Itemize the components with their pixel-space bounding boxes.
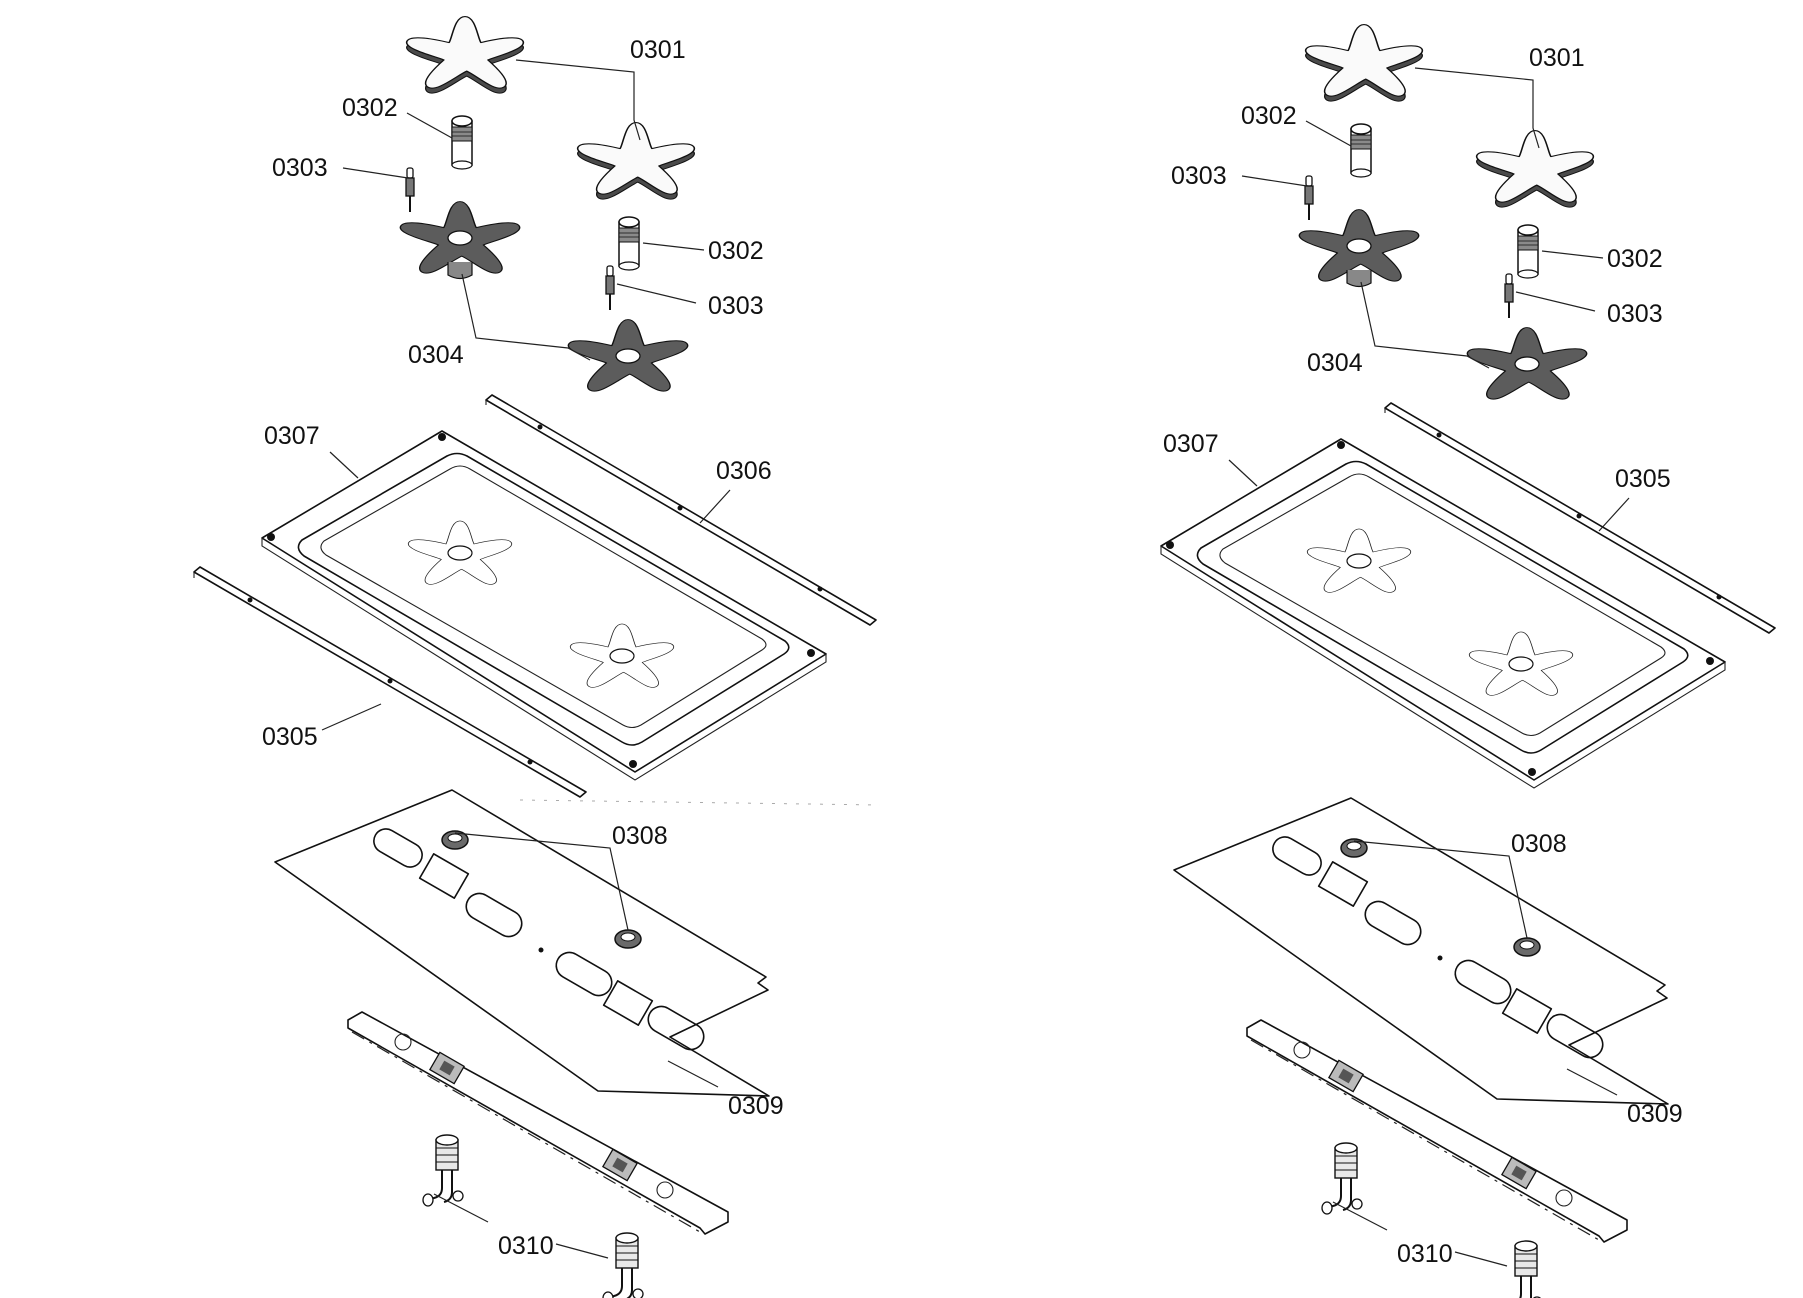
label-0309: 0309	[728, 1092, 784, 1120]
burner-cap-top	[405, 15, 525, 94]
bushing-2	[618, 216, 640, 271]
cooktop-tray	[1160, 438, 1726, 789]
label-0304: 0304	[408, 341, 464, 369]
label-0302-right: 0302	[708, 237, 764, 265]
label-0302-top: 0302	[342, 94, 398, 122]
label-0301: 0301	[1529, 44, 1585, 72]
bushing-1	[451, 115, 473, 170]
burner-body-left	[399, 200, 521, 280]
label-0308: 0308	[1511, 830, 1567, 858]
left-leader-lines	[321, 59, 731, 1259]
base-plate	[274, 789, 770, 1097]
valve-fitting-2	[602, 1232, 644, 1298]
valve-fitting-2	[1501, 1240, 1543, 1298]
burner-body-right	[567, 318, 689, 392]
label-0302-right: 0302	[1607, 245, 1663, 273]
left-labels: 0301 0302 0303 0302 0303 0304 0307 0306 …	[262, 36, 784, 1260]
burner-cap-right	[576, 121, 696, 200]
electrode-2	[1504, 273, 1514, 319]
burner-body-left	[1298, 208, 1420, 288]
label-0310: 0310	[498, 1232, 554, 1260]
right-labels: 0301 0302 0303 0302 0303 0304 0307 0305 …	[1163, 44, 1683, 1268]
label-0307: 0307	[1163, 430, 1219, 458]
label-0305: 0305	[262, 723, 318, 751]
electrode-1	[405, 167, 415, 213]
bushing-1	[1350, 123, 1372, 178]
label-0301: 0301	[630, 36, 686, 64]
electrode-1	[1304, 175, 1314, 221]
side-strip-right	[1384, 402, 1776, 634]
right-leader-lines	[1228, 67, 1630, 1267]
left-assembly: 0301 0302 0303 0302 0303 0304 0307 0306 …	[193, 15, 877, 1298]
bushing-2	[1517, 224, 1539, 279]
burner-cap-right	[1475, 129, 1595, 208]
label-0303-right: 0303	[1607, 300, 1663, 328]
label-0308: 0308	[612, 822, 668, 850]
burner-body-right	[1466, 326, 1588, 400]
grommet-2	[1513, 937, 1541, 957]
base-plate	[1173, 797, 1669, 1105]
side-strip-left	[193, 566, 587, 798]
valve-fitting-1	[422, 1134, 464, 1207]
side-strip-right	[485, 394, 877, 626]
electrode-2	[605, 265, 615, 311]
burner-cap-top	[1304, 23, 1424, 102]
right-assembly: 0301 0302 0303 0302 0303 0304 0307 0305 …	[1160, 23, 1776, 1298]
label-0306: 0306	[716, 457, 772, 485]
label-0303-right: 0303	[708, 292, 764, 320]
cooktop-tray	[261, 430, 827, 781]
label-0303-top: 0303	[1171, 162, 1227, 190]
label-0304: 0304	[1307, 349, 1363, 377]
manifold-bracket	[347, 1011, 729, 1235]
valve-fitting-1	[1321, 1142, 1363, 1215]
grommet-2	[614, 929, 642, 949]
label-0303-top: 0303	[272, 154, 328, 182]
label-0310: 0310	[1397, 1240, 1453, 1268]
label-0309: 0309	[1627, 1100, 1683, 1128]
label-0305: 0305	[1615, 465, 1671, 493]
label-0307: 0307	[264, 422, 320, 450]
manifold-bracket	[1246, 1019, 1628, 1243]
label-0302-top: 0302	[1241, 102, 1297, 130]
